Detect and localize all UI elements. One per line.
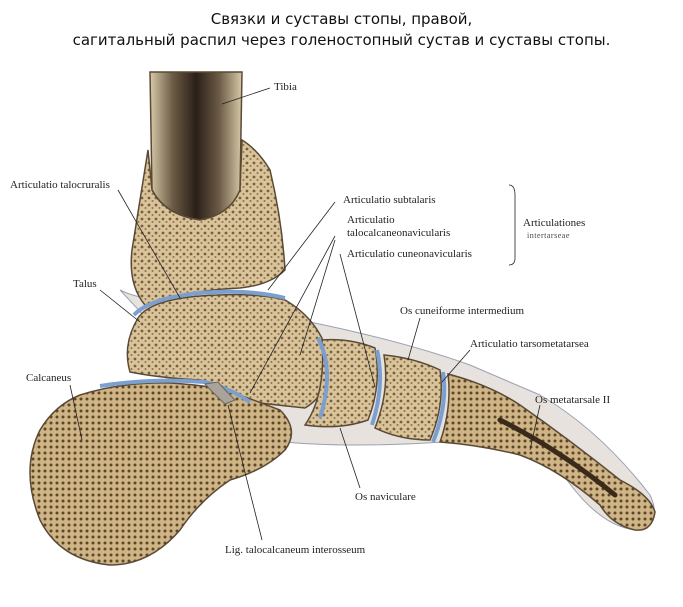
tibia-epiphysis [130,138,286,306]
label-calcaneus: Calcaneus [26,372,71,384]
label-talocalcaneonavicularis-2: talocalcaneonavicularis [347,227,450,239]
label-talocruralis: Articulatio talocruralis [10,179,110,191]
label-tibia: Tibia [274,81,297,93]
cuneonavicular-cartilage [370,349,382,426]
label-talocalcaneonavicularis-1: Articulatio [347,214,395,226]
label-lig-interosseum: Lig. talocalcaneum interosseum [225,544,366,556]
metatarsal-bone [438,372,656,531]
figure-title-line-1: Связки и суставы стопы, правой, [210,10,473,28]
label-metatarsale: Os metatarsale II [535,394,610,406]
tibia-shaft [149,71,243,221]
subtalar-cartilage [99,378,252,404]
label-naviculare: Os naviculare [355,491,416,503]
label-intertarseae-1: Articulationes [523,217,585,229]
calcaneus-bone [29,382,293,566]
label-intertarseae-2: intertarseae [527,231,570,240]
label-cuneiforme: Os cuneiforme intermedium [400,305,524,317]
metatarsal-canal [497,417,618,498]
talocalcaneal-ligament [204,381,236,405]
talocrural-cartilage [132,289,286,317]
cuneiform-bone [374,354,442,441]
label-cuneonavicularis: Articulatio cuneonavicularis [347,248,472,260]
talonavicular-cartilage [316,337,329,419]
tarsometatarsal-cartilage [431,371,447,443]
label-subtalaris: Articulatio subtalaris [343,194,436,206]
label-tarsometatarsea: Articulatio tarsometatarsea [470,338,589,350]
figure-title-line-2: сагитальный распил через голеностопный с… [72,31,611,49]
label-talus: Talus [73,278,97,290]
